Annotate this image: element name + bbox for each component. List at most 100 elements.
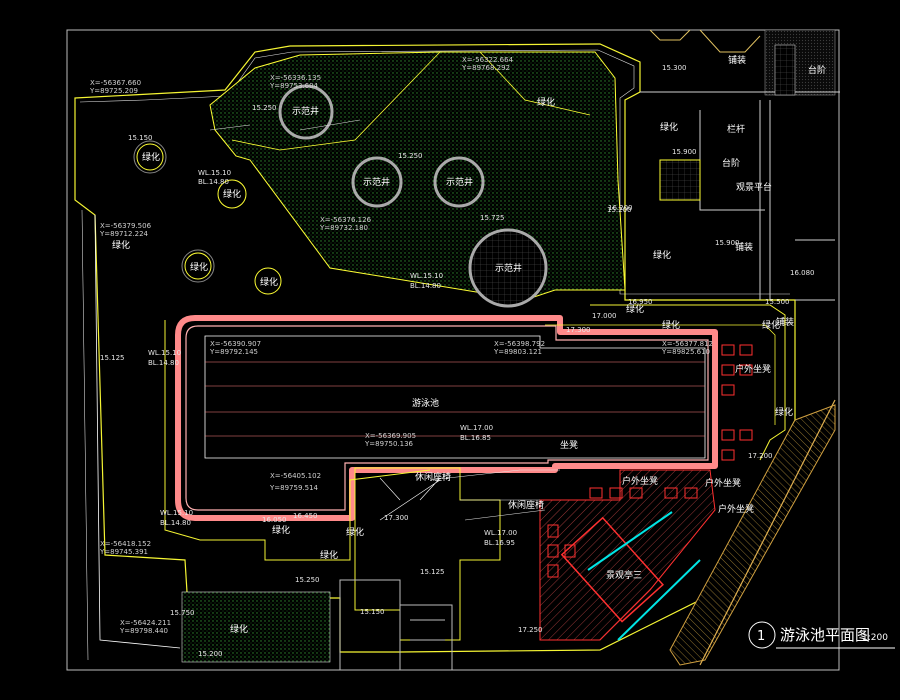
elevation: 15.725 bbox=[480, 214, 505, 222]
label-outdoor-seating: 户外坐凳 bbox=[622, 475, 658, 487]
bottom-level: BL.14.80 bbox=[148, 359, 179, 367]
label-paving: 铺装 bbox=[728, 54, 746, 66]
coordinate: Y=89745.391 bbox=[99, 548, 148, 556]
label-greening: 绿化 bbox=[112, 239, 130, 251]
coordinate: X=-56376.126 bbox=[320, 216, 372, 224]
cyan-feature bbox=[587, 511, 673, 571]
elevation: 16.200 bbox=[608, 204, 633, 212]
label-greening: 绿化 bbox=[775, 406, 793, 418]
drawing-frame bbox=[66, 29, 840, 671]
elevation: 15.900 bbox=[715, 239, 740, 247]
coordinate: Y=89803.121 bbox=[493, 348, 542, 356]
elevation: 15.250 bbox=[252, 104, 277, 112]
label-rest-seat: 休闲座椅 bbox=[508, 499, 544, 511]
drawing-title: 游泳池平面图 bbox=[780, 626, 870, 644]
water-level: WL.15.10 bbox=[198, 169, 231, 177]
ne-curb-2 bbox=[699, 29, 761, 53]
coordinate: X=-56390.907 bbox=[210, 340, 261, 348]
coordinate: Y=89712.224 bbox=[99, 230, 149, 238]
title-number-circle bbox=[748, 621, 776, 649]
outdoor-seating-group bbox=[547, 344, 753, 578]
deck-edge bbox=[164, 320, 431, 561]
label-landscape-pavilion: 景观亭三 bbox=[606, 569, 642, 581]
label-rest-seat: 休闲座椅 bbox=[415, 471, 451, 483]
coordinate: X=-56322.664 bbox=[462, 56, 514, 64]
elevation: 15.250 bbox=[295, 576, 320, 584]
tree-ring bbox=[184, 252, 212, 280]
ne-curb bbox=[649, 29, 691, 41]
coordinate: Y=89750.136 bbox=[364, 440, 414, 448]
elevation: 15.200 bbox=[607, 206, 632, 214]
label-handrail: 栏杆 bbox=[727, 123, 745, 135]
tree-pit-circle bbox=[433, 156, 485, 208]
elevation: 15.150 bbox=[128, 134, 153, 142]
coordinate: X=-56377.812 bbox=[662, 340, 713, 348]
tree-ring bbox=[181, 249, 215, 283]
coordinate: Y=89753.604 bbox=[269, 82, 319, 90]
label-bench: 坐凳 bbox=[560, 440, 578, 451]
tree-ring bbox=[136, 143, 164, 171]
coordinate: X=-56369.905 bbox=[365, 432, 416, 440]
central-platform bbox=[354, 467, 501, 641]
elevation: 15.500 bbox=[765, 298, 790, 306]
label-greening: 绿化 bbox=[346, 526, 364, 538]
elevation: 16.050 bbox=[262, 516, 287, 524]
stair-block bbox=[774, 44, 796, 96]
site-boundary bbox=[74, 43, 796, 661]
label-greening: 绿化 bbox=[223, 188, 241, 200]
drawing-scale: 1:200 bbox=[862, 633, 888, 643]
label-greening: 绿化 bbox=[762, 319, 780, 331]
label-greening: 绿化 bbox=[653, 249, 671, 261]
coordinate: Y=89725.209 bbox=[89, 87, 138, 95]
elevation: 17.300 bbox=[566, 326, 591, 334]
elevation: 15.125 bbox=[100, 354, 125, 362]
tree-pit-circle bbox=[351, 156, 403, 208]
elevation: 17.300 bbox=[384, 514, 409, 522]
planting-bed-south bbox=[181, 591, 331, 663]
bottom-level: BL.16.95 bbox=[484, 539, 515, 547]
cyan-feature bbox=[617, 559, 701, 641]
label-greening: 绿化 bbox=[320, 549, 338, 561]
tree-ring bbox=[133, 140, 167, 174]
label-paving: 铺装 bbox=[776, 316, 794, 328]
water-level: WL.15.10 bbox=[160, 509, 193, 517]
label-greening: 绿化 bbox=[662, 319, 680, 331]
building-outline-south bbox=[339, 579, 453, 671]
elevation: 15.300 bbox=[662, 64, 687, 72]
label-tree-pit: 示范井 bbox=[363, 176, 390, 188]
elevation: 15.150 bbox=[360, 608, 385, 616]
tree-ring bbox=[254, 267, 282, 295]
label-viewing-platform: 观景平台 bbox=[736, 181, 772, 193]
pool-coping-inner bbox=[185, 325, 709, 511]
pool-water-edge bbox=[204, 335, 706, 459]
label-greening: 绿化 bbox=[142, 151, 160, 163]
elevation: 17.000 bbox=[592, 312, 617, 320]
label-outdoor-seating: 户外坐凳 bbox=[718, 503, 754, 515]
elevation: 15.125 bbox=[420, 568, 445, 576]
elevation: 15.900 bbox=[672, 148, 697, 156]
label-tree-pit: 示范井 bbox=[446, 176, 473, 188]
label-greening: 绿化 bbox=[260, 276, 278, 288]
elevation: 15.750 bbox=[170, 609, 195, 617]
water-level: WL.17.00 bbox=[484, 529, 517, 537]
elevation: 16.080 bbox=[790, 269, 815, 277]
left-edge-2 bbox=[81, 209, 89, 661]
label-greening: 绿化 bbox=[660, 121, 678, 133]
label-pool: 游泳池 bbox=[412, 397, 439, 409]
deck-edge-east-2 bbox=[545, 324, 776, 425]
coordinate: Y=89825.610 bbox=[661, 348, 710, 356]
label-greening: 绿化 bbox=[626, 303, 644, 315]
water-level: WL.15.10 bbox=[410, 272, 443, 280]
water-level: WL.15.10 bbox=[148, 349, 181, 357]
pavilion-frame bbox=[560, 516, 664, 623]
elevation: 15.200 bbox=[198, 650, 223, 658]
tree-pit-circle bbox=[278, 84, 334, 140]
elevation: 16.950 bbox=[628, 298, 653, 306]
leader-lines bbox=[209, 119, 560, 521]
left-edge bbox=[94, 214, 181, 649]
label-stage: 台阶 bbox=[722, 157, 740, 169]
label-outdoor-seating: 户外坐凳 bbox=[735, 363, 771, 375]
coordinate: Y=89768.292 bbox=[461, 64, 510, 72]
tree-ring bbox=[217, 179, 247, 209]
